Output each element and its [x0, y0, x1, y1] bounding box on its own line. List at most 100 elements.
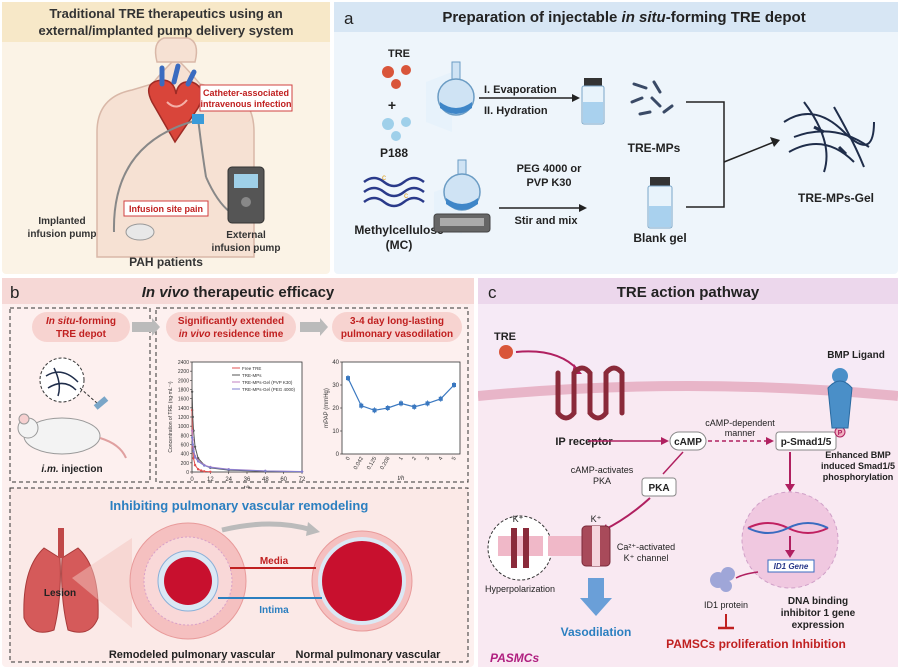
ca-k-channel-icon [581, 525, 611, 567]
pk-data-point [209, 466, 212, 469]
dna-helix-icon [747, 522, 829, 534]
mpap-ytick-label: 0 [336, 452, 340, 458]
callout-pain [123, 200, 209, 217]
merge-line-top [686, 101, 725, 162]
dna-binding-line1: DNA binding [788, 596, 848, 607]
phospho-label: P [838, 430, 843, 437]
enhanced-line1: Enhanced BMP [825, 450, 891, 460]
membrane-segment [548, 536, 584, 556]
merge-line-bottom [686, 162, 725, 208]
pk-ytick-label: 0 [186, 470, 189, 476]
activates-line1: cAMP-activates [571, 465, 634, 475]
pasmcs-label: PASMCs [490, 651, 539, 665]
step3-line1: 3-4 day long-lasting [350, 316, 444, 327]
title-line1: Traditional TRE therapeutics using an [49, 6, 282, 21]
plots-box [155, 307, 469, 483]
gene-to-protein-arrow [735, 571, 759, 579]
pk-xtick-label: 24 [225, 477, 232, 483]
callout-pain-text: Infusion site pain [129, 204, 203, 214]
media-label: Media [260, 556, 289, 567]
step2-line2: in vivo residence time [179, 329, 284, 340]
step1-line2: TRE depot [56, 329, 107, 340]
k-label-1: K⁺ [513, 514, 524, 524]
pk-legend-entry: TRE-MPs-Gel (PVP K30) [242, 380, 293, 385]
mpap-data-point [425, 401, 430, 406]
patient-neck [154, 37, 198, 63]
catheter-port-icon [192, 114, 204, 124]
inhibition-label: PAMSCs proliferation Inhibition [666, 637, 846, 651]
external-pump-icon [227, 166, 265, 224]
pk-xtick-label: 60 [280, 477, 287, 483]
blank-gel-label: Blank gel [633, 231, 686, 245]
title-line2: external/implanted pump delivery system [38, 23, 293, 38]
mpap-xtick-label: 4 [438, 456, 445, 462]
pk-data-point [193, 445, 197, 448]
transition-arrowhead [306, 522, 320, 536]
pk-data-point [203, 470, 206, 473]
step1-line1: In situ-forming [46, 316, 116, 327]
pk-data-point [209, 470, 212, 473]
mouse-icon [17, 413, 127, 459]
peg-label-line2: PVP K30 [526, 177, 571, 189]
svg-text:c: c [382, 173, 386, 182]
pk-xtick-label: 36 [244, 477, 251, 483]
mpap-xtick-label: 0 [345, 456, 352, 462]
syringe-icon [93, 396, 109, 410]
mpap-ytick-label: 20 [332, 406, 339, 412]
receptor-to-camp-arrowhead [661, 437, 669, 445]
pk-data-point [190, 429, 194, 432]
id1-gene-box [767, 559, 815, 573]
pk-data-point [193, 456, 197, 459]
mpap-xtick-label: 1 [398, 456, 405, 462]
blank-gel-vial-icon [647, 177, 673, 229]
mpap-ytick-label: 30 [332, 383, 339, 389]
tre-ball-icon [499, 345, 513, 359]
pk-series-line [191, 437, 303, 473]
external-pump-label-line1: External [226, 230, 266, 241]
vasodilation-arrow [580, 578, 612, 616]
mpap-data-point [346, 376, 350, 381]
pk-xtick-label: 12 [207, 477, 214, 483]
svg-text:c: c [404, 191, 408, 200]
id1-protein-label: ID1 protein [704, 600, 748, 610]
pk-ytick-label: 1600 [178, 397, 189, 403]
callout-infection-line1: Catheter-associated [203, 88, 289, 98]
camp-dependent-line2: manner [725, 428, 756, 438]
step3-line2: pulmonary vasodilation [341, 329, 453, 340]
heart-icon [147, 63, 203, 144]
pka-label: PKA [648, 483, 669, 494]
step3-pill [332, 312, 462, 342]
pk-series-line [191, 391, 303, 473]
p188-molecule-icon [382, 117, 411, 141]
cell-cytoplasm [478, 388, 898, 667]
methylcellulose-icon: c c [363, 173, 425, 208]
hyper-label: Hyperpolarization [485, 584, 555, 594]
stirrer-flask-icon [433, 159, 491, 234]
pk-xtick-label: 72 [299, 477, 306, 483]
step2-pill [166, 312, 296, 342]
callout-infection-line2: intravenous infection [200, 99, 291, 109]
psmad-label: p-Smad1/5 [781, 437, 832, 448]
implanted-catheter-line [112, 119, 199, 233]
pk-data-point [203, 464, 206, 467]
panel-b-title: In vivo therapeutic efficacy [142, 284, 335, 301]
activates-line2: PKA [593, 476, 611, 486]
mpap-plot-area [341, 361, 461, 455]
ip-receptor-icon [555, 365, 625, 421]
pk-data-point [196, 460, 200, 463]
zoom-connector [79, 387, 99, 405]
traditional-therapy-illustration: Traditional TRE therapeutics using an ex… [2, 2, 330, 269]
step1-pill [32, 312, 130, 342]
psmad-box [775, 431, 837, 451]
panel-b-title-band [2, 278, 474, 304]
lesion-label: Lesion [44, 588, 76, 599]
pk-data-point [193, 463, 197, 467]
pk-ytick-label: 1400 [178, 406, 189, 412]
mpap-data-point [359, 403, 364, 408]
bmp-label: BMP Ligand [827, 350, 885, 361]
round-flask-icon [426, 61, 475, 132]
bmp-receptor-icon [827, 368, 853, 429]
pk-ytick-label: 800 [181, 433, 190, 439]
panel-traditional-therapy: Traditional TRE therapeutics using an ex… [2, 2, 330, 274]
